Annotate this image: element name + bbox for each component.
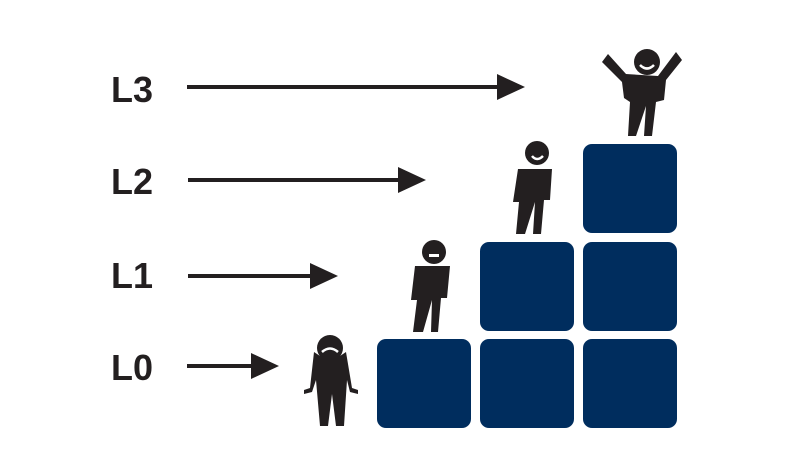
arrow-right-icon [188, 263, 338, 289]
sad-person-icon [304, 335, 358, 426]
block [480, 242, 574, 331]
celebrating-person-icon [602, 49, 682, 136]
smiling-person-icon [513, 141, 552, 234]
arrow-right-icon [188, 167, 426, 193]
block [377, 339, 471, 428]
block [583, 144, 677, 233]
block [583, 339, 677, 428]
block [583, 242, 677, 331]
level-label-l0: L0 [111, 347, 154, 388]
level-label-l2: L2 [111, 161, 154, 202]
level-label-l3: L3 [111, 69, 154, 110]
arrow-right-icon [187, 353, 279, 379]
level-label-l1: L1 [111, 255, 154, 296]
block [480, 339, 574, 428]
neutral-person-icon [411, 240, 450, 332]
arrow-right-icon [187, 74, 525, 100]
